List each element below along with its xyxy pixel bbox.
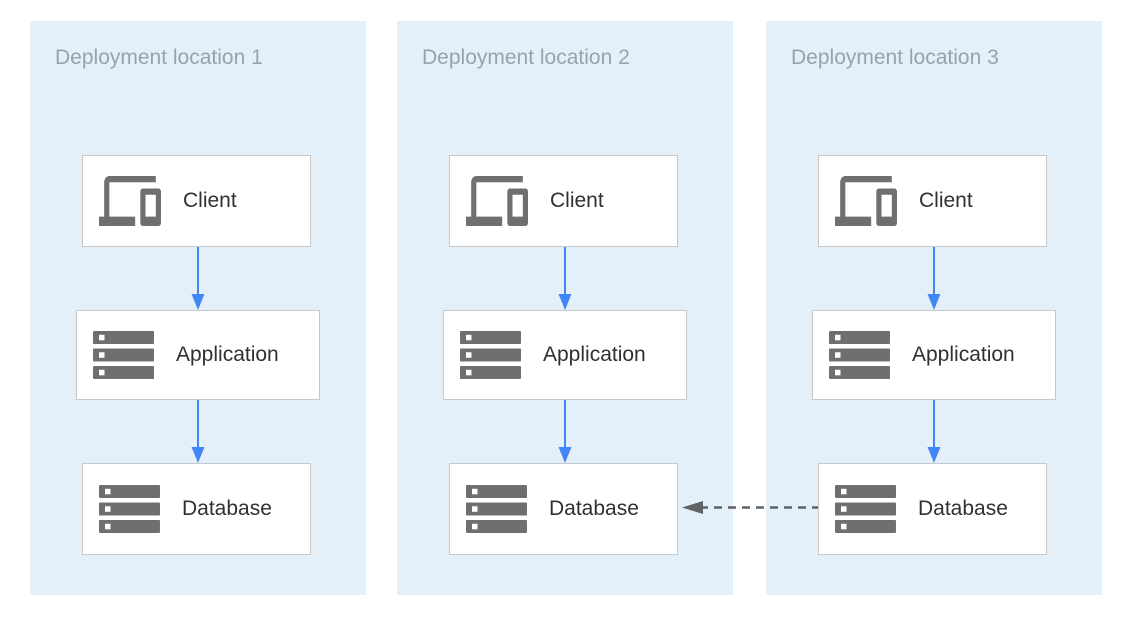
devices-icon <box>99 176 161 226</box>
client-node: Client <box>818 155 1047 247</box>
panel-title: Deployment location 3 <box>791 46 999 69</box>
devices-icon <box>835 176 897 226</box>
server-stack-icon <box>99 485 160 533</box>
node-label: Client <box>919 189 973 212</box>
node-label: Client <box>183 189 237 212</box>
server-stack-icon <box>460 331 521 379</box>
application-node: Application <box>812 310 1056 400</box>
client-node: Client <box>449 155 678 247</box>
node-label: Database <box>918 497 1008 520</box>
database-node: Database <box>82 463 311 555</box>
flow-arrow-down <box>191 400 205 463</box>
replication-dashed-arrow-left <box>682 501 818 514</box>
database-node: Database <box>818 463 1047 555</box>
flow-arrow-down <box>191 247 205 310</box>
client-node: Client <box>82 155 311 247</box>
node-label: Client <box>550 189 604 212</box>
database-node: Database <box>449 463 678 555</box>
flow-arrow-down <box>558 400 572 463</box>
panel-title: Deployment location 1 <box>55 46 263 69</box>
devices-icon <box>466 176 528 226</box>
node-label: Application <box>176 343 279 366</box>
application-node: Application <box>443 310 687 400</box>
flow-arrow-down <box>927 400 941 463</box>
deployment-location-2-panel: Deployment location 2 Client Application… <box>397 21 733 595</box>
deployment-location-3-panel: Deployment location 3 Client Application… <box>766 21 1102 595</box>
node-label: Application <box>543 343 646 366</box>
deployment-location-1-panel: Deployment location 1 Client Application… <box>30 21 366 595</box>
server-stack-icon <box>93 331 154 379</box>
node-label: Database <box>182 497 272 520</box>
server-stack-icon <box>835 485 896 533</box>
application-node: Application <box>76 310 320 400</box>
server-stack-icon <box>466 485 527 533</box>
node-label: Database <box>549 497 639 520</box>
server-stack-icon <box>829 331 890 379</box>
flow-arrow-down <box>558 247 572 310</box>
flow-arrow-down <box>927 247 941 310</box>
node-label: Application <box>912 343 1015 366</box>
panel-title: Deployment location 2 <box>422 46 630 69</box>
